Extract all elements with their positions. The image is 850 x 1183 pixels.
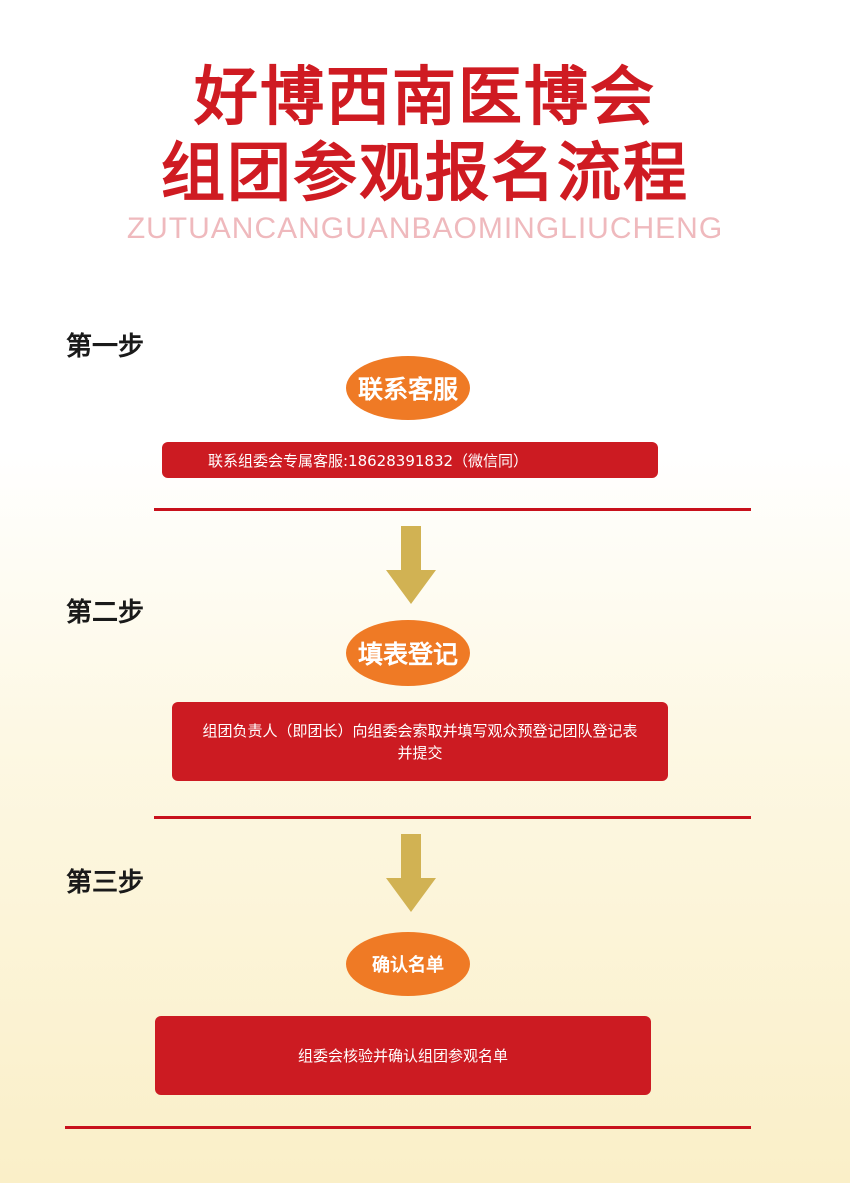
divider <box>65 1126 751 1129</box>
step-2-description: 组团负责人（即团长）向组委会索取并填写观众预登记团队登记表并提交 <box>172 702 668 781</box>
title-line-2: 组团参观报名流程 <box>161 137 689 211</box>
step-2-label: 第二步 <box>66 598 145 628</box>
step-3-badge: 确认名单 <box>346 932 470 996</box>
down-arrow-icon <box>386 526 436 604</box>
step-1-badge: 联系客服 <box>346 356 470 420</box>
step-3-label: 第三步 <box>66 868 145 898</box>
divider <box>154 816 751 819</box>
divider <box>154 508 751 511</box>
title-pinyin: ZUTUANCANGUANBAOMINGLIUCHENG <box>126 212 724 245</box>
step-1-label: 第一步 <box>66 332 145 362</box>
down-arrow-icon <box>386 834 436 912</box>
step-3-description: 组委会核验并确认组团参观名单 <box>155 1016 651 1095</box>
step-1-description: 联系组委会专属客服:18628391832（微信同） <box>162 442 658 478</box>
title-line-1: 好博西南医博会 <box>194 61 656 135</box>
step-2-badge: 填表登记 <box>346 620 470 686</box>
